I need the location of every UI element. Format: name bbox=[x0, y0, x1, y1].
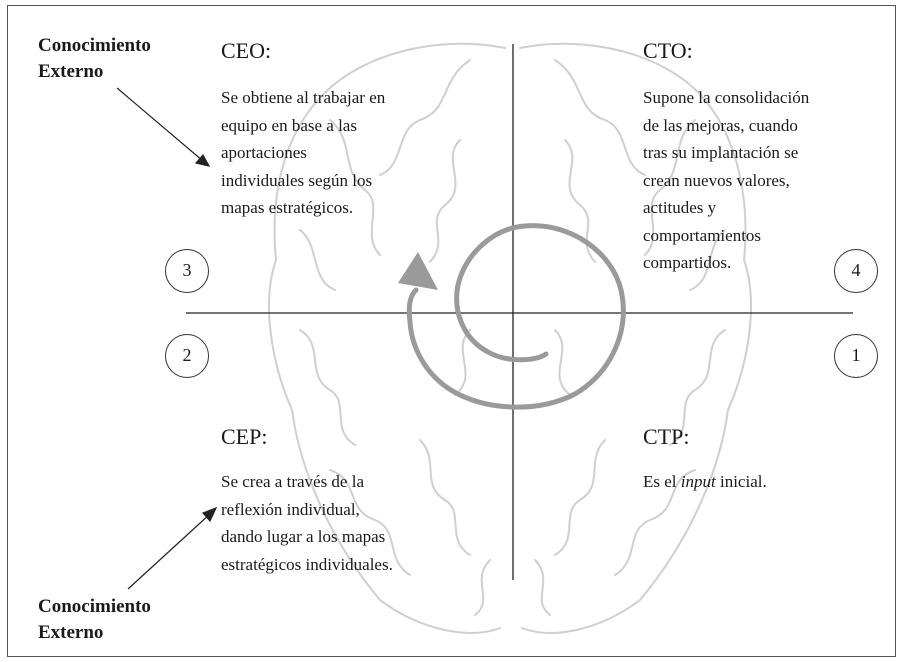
cto-line: compartidos. bbox=[643, 253, 732, 272]
ctp-text-italic: input bbox=[680, 472, 716, 491]
cep-description: Se crea a través de la reflexión individ… bbox=[221, 468, 393, 578]
cto-line: tras su implantación se bbox=[643, 143, 799, 162]
ceo-line: equipo en base a las bbox=[221, 115, 357, 135]
spiral-arrowhead bbox=[398, 252, 438, 290]
ceo-title: CEO: bbox=[221, 38, 272, 63]
external-label-top-line2: Externo bbox=[38, 61, 104, 82]
cto-line: comportamientos bbox=[643, 225, 762, 245]
knowledge-spiral bbox=[406, 223, 626, 410]
cto-line: Supone la consolidación bbox=[643, 88, 810, 107]
external-arrow-top bbox=[116, 87, 211, 167]
ctp-description: Es el input inicial. bbox=[643, 468, 767, 496]
cto-description: Supone la consolidación de las mejoras, … bbox=[643, 84, 809, 277]
external-arrow-bottom bbox=[127, 506, 218, 590]
cep-line: Se crea a través de la bbox=[221, 472, 364, 491]
ceo-line: Se obtiene al trabajar en bbox=[221, 88, 386, 107]
cto-line: actitudes y bbox=[643, 198, 717, 217]
diagram-frame bbox=[7, 5, 896, 657]
ctp-title: CTP: bbox=[643, 424, 690, 449]
cep-title: CEP: bbox=[221, 424, 268, 449]
left-hemisphere-outline bbox=[268, 42, 506, 634]
ctp-text-after: inicial. bbox=[715, 472, 767, 491]
marker-3: 3 bbox=[165, 249, 209, 293]
external-label-bottom-line1: Conocimiento bbox=[38, 596, 151, 617]
external-label-bottom-line2: Externo bbox=[38, 622, 104, 643]
cto-line: crean nuevos valores, bbox=[643, 170, 790, 190]
ceo-line: individuales según los bbox=[221, 170, 373, 190]
ceo-line: aportaciones bbox=[221, 143, 307, 162]
marker-4: 4 bbox=[834, 249, 878, 293]
external-knowledge-label-top: Conocimiento Externo bbox=[38, 33, 208, 85]
cep-line: estratégicos individuales. bbox=[221, 554, 393, 574]
external-label-top-line1: Conocimiento bbox=[38, 35, 151, 56]
cep-line: reflexión individual, bbox=[221, 499, 360, 519]
ctp-text-before: Es el bbox=[643, 472, 681, 491]
cep-line: dando lugar a los mapas bbox=[221, 527, 386, 546]
ceo-description: Se obtiene al trabajar en equipo en base… bbox=[221, 84, 385, 222]
cto-title: CTO: bbox=[643, 38, 693, 63]
marker-2: 2 bbox=[165, 334, 209, 378]
cto-line: de las mejoras, cuando bbox=[643, 115, 798, 135]
ceo-line: mapas estratégicos. bbox=[221, 198, 354, 217]
right-hemisphere-outline bbox=[519, 42, 752, 634]
marker-1: 1 bbox=[834, 334, 878, 378]
external-knowledge-label-bottom: Conocimiento Externo bbox=[38, 594, 208, 646]
